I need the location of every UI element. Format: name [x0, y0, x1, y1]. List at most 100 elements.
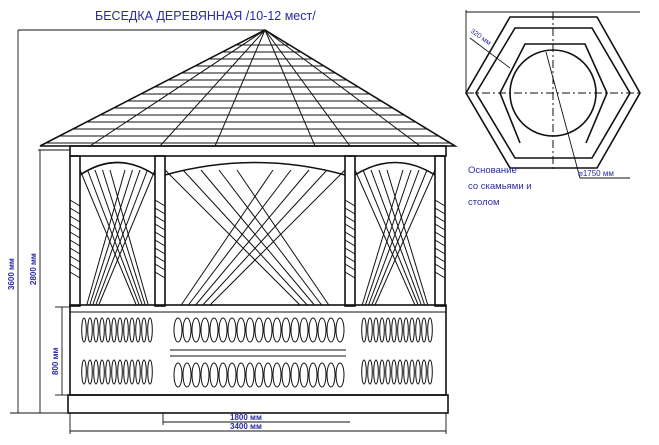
lattice-slat [164, 169, 301, 306]
post-twist [344, 239, 356, 247]
post-twist [154, 223, 166, 231]
baluster [403, 359, 409, 385]
lattice-slat [180, 169, 274, 306]
arch [354, 161, 436, 176]
baluster [373, 317, 379, 343]
baluster [147, 317, 153, 343]
post-twist [344, 263, 356, 271]
post-twist [344, 215, 356, 223]
post-twist [154, 207, 166, 215]
roof-rib [264, 29, 421, 147]
post-twist [434, 247, 446, 255]
baluster [105, 317, 111, 343]
post-twist [434, 207, 446, 215]
roof-rib [264, 29, 351, 147]
post-twist [344, 199, 356, 207]
width-1800-label: 1800 мм [230, 413, 262, 422]
baluster [397, 317, 403, 343]
post-twist [69, 271, 81, 279]
baluster [391, 359, 397, 385]
post-twist [344, 207, 356, 215]
baluster [254, 317, 264, 343]
lattice-slat [102, 169, 146, 306]
post-twist [344, 223, 356, 231]
baluster [263, 317, 273, 343]
post-twist [69, 255, 81, 263]
lattice-slat [362, 169, 419, 306]
lattice-slat [86, 169, 126, 306]
baluster [245, 317, 255, 343]
baluster [308, 362, 318, 388]
baluster [317, 362, 327, 388]
roof-rib [89, 29, 266, 147]
lattice-slat [79, 169, 137, 306]
arch [164, 161, 346, 176]
baluster [317, 317, 327, 343]
baluster [373, 359, 379, 385]
baluster [129, 317, 135, 343]
post-twist [154, 255, 166, 263]
post-twist [154, 239, 166, 247]
baluster [99, 317, 105, 343]
baluster [290, 317, 300, 343]
baluster [81, 359, 87, 385]
wall-thickness-label: 320 мм [469, 28, 492, 47]
baluster [361, 317, 367, 343]
baluster [191, 317, 201, 343]
plan-caption-line-1: Основание [468, 165, 517, 176]
post-twist [69, 239, 81, 247]
height-800-label: 800 мм [51, 348, 60, 375]
baluster [403, 317, 409, 343]
post-twist [154, 231, 166, 239]
roof-rib [264, 29, 316, 147]
width-3400-label: 3400 мм [230, 422, 262, 431]
lattice-slat [200, 169, 315, 306]
lattice-slat [386, 169, 429, 306]
lattice-slat [361, 169, 404, 306]
roof-rib [159, 29, 266, 147]
baluster [281, 317, 291, 343]
post-twist [154, 271, 166, 279]
post [344, 155, 356, 307]
baluster [335, 317, 345, 343]
baluster [182, 362, 192, 388]
baluster [117, 359, 123, 385]
baluster [361, 359, 367, 385]
lattice-slat [354, 169, 416, 306]
post-twist [154, 263, 166, 271]
baluster [218, 362, 228, 388]
baluster [209, 317, 219, 343]
baluster [421, 317, 427, 343]
baluster [236, 317, 246, 343]
roof [39, 29, 458, 157]
baluster [111, 359, 117, 385]
post-twist [69, 199, 81, 207]
baluster [227, 362, 237, 388]
plan-caption-line-2: со скамьями и [468, 181, 532, 192]
baluster [111, 317, 117, 343]
table-diameter-label: ⌀1750 мм [578, 169, 614, 178]
post [69, 155, 81, 307]
baluster [81, 317, 87, 343]
baluster [173, 317, 183, 343]
dimension-lines [10, 29, 447, 434]
baluster [367, 359, 373, 385]
baluster [326, 362, 336, 388]
lattice-slat [209, 169, 346, 306]
baluster [299, 317, 309, 343]
baluster [335, 362, 345, 388]
post-twist [434, 255, 446, 263]
baluster [427, 359, 433, 385]
railing [69, 304, 447, 396]
lattice-slat [368, 169, 420, 306]
post-twist [69, 207, 81, 215]
lattice-slat [89, 169, 133, 306]
post-twist [69, 263, 81, 271]
baluster [397, 359, 403, 385]
baluster [385, 359, 391, 385]
baluster [421, 359, 427, 385]
baluster [87, 359, 93, 385]
baluster [200, 362, 210, 388]
post-twist [434, 223, 446, 231]
lattice-slat [98, 169, 156, 306]
